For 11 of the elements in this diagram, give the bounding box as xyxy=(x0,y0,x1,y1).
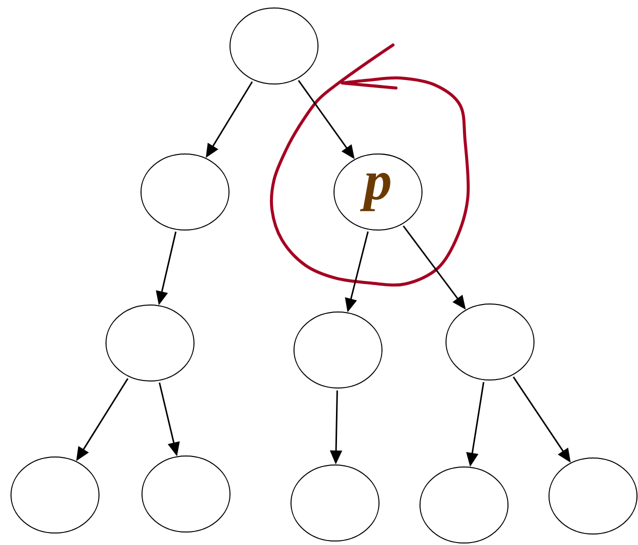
tree-node xyxy=(420,466,508,544)
tree-node xyxy=(10,456,100,534)
tree-node xyxy=(106,304,194,382)
tree-node xyxy=(446,303,534,380)
tree-node xyxy=(548,457,638,534)
tree-node xyxy=(142,455,230,532)
tree-node xyxy=(230,8,318,84)
tree-node xyxy=(294,311,382,388)
tree-node xyxy=(140,153,230,230)
tree-node xyxy=(290,464,380,542)
tree-node: p xyxy=(334,153,422,230)
